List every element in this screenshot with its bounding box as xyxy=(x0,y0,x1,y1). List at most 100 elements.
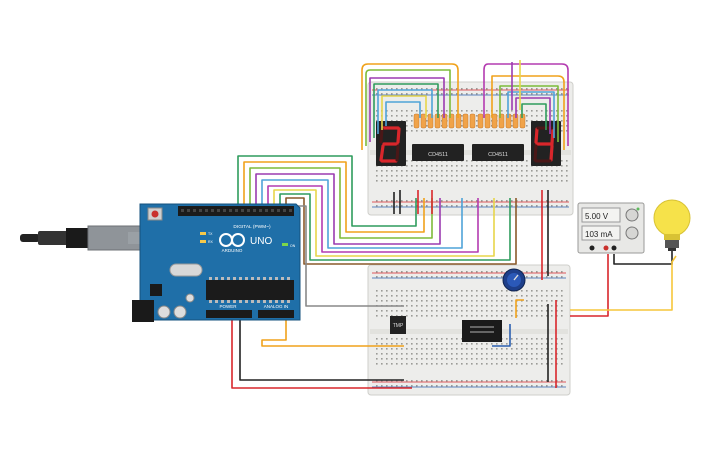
potentiometer-icon[interactable] xyxy=(502,268,526,292)
breadboard-hole xyxy=(421,175,423,177)
resistor[interactable] xyxy=(491,113,498,129)
breadboard-hole xyxy=(426,88,428,90)
breadboard-hole xyxy=(441,88,443,90)
voltage-knob[interactable] xyxy=(625,208,639,222)
chip-right[interactable]: CD4511 xyxy=(472,144,524,161)
breadboard-hole xyxy=(481,348,483,350)
header-pin[interactable] xyxy=(199,209,202,212)
breadboard-hole xyxy=(466,348,468,350)
header-pin[interactable] xyxy=(211,209,214,212)
current-knob[interactable] xyxy=(625,226,639,240)
breadboard-hole xyxy=(451,276,453,278)
breadboard-hole xyxy=(381,338,383,340)
breadboard-hole xyxy=(376,88,378,90)
breadboard-hole xyxy=(511,358,513,360)
header-pin[interactable] xyxy=(283,209,286,212)
breadboard-hole xyxy=(566,88,568,90)
chip-left[interactable]: CD4511 xyxy=(412,144,464,161)
temperature-sensor[interactable]: TMP xyxy=(390,316,406,334)
breadboard-hole xyxy=(406,200,408,202)
header-pin[interactable] xyxy=(265,209,268,212)
breadboard-hole xyxy=(551,295,553,297)
breadboard-hole xyxy=(536,110,538,112)
breadboard-hole xyxy=(421,305,423,307)
power-wires[interactable] xyxy=(393,190,677,388)
breadboard-hole xyxy=(441,380,443,382)
breadboard-hole xyxy=(456,88,458,90)
breadboard-hole xyxy=(466,88,468,90)
breadboard-hole xyxy=(506,305,508,307)
breadboard-hole xyxy=(446,88,448,90)
breadboard-hole xyxy=(401,200,403,202)
header-pin[interactable] xyxy=(223,209,226,212)
breadboard-hole xyxy=(526,125,528,127)
header-pin[interactable] xyxy=(181,209,184,212)
breadboard-hole xyxy=(411,130,413,132)
header-pin[interactable] xyxy=(277,209,280,212)
breadboard-hole xyxy=(506,88,508,90)
breadboard-hole xyxy=(461,380,463,382)
header-pin[interactable] xyxy=(259,209,262,212)
breadboard-hole xyxy=(466,385,468,387)
resistor[interactable] xyxy=(484,113,491,129)
breadboard-hole xyxy=(391,338,393,340)
breadboard-hole xyxy=(401,353,403,355)
breadboard-hole xyxy=(431,170,433,172)
breadboard-hole xyxy=(436,385,438,387)
header-pin[interactable] xyxy=(193,209,196,212)
header-pin[interactable] xyxy=(187,209,190,212)
breadboard-hole xyxy=(461,343,463,345)
breadboard-hole xyxy=(406,165,408,167)
breadboard-hole xyxy=(541,300,543,302)
header-pin[interactable] xyxy=(271,209,274,212)
breadboard-hole xyxy=(541,115,543,117)
breadboard-hole xyxy=(496,315,498,317)
breadboard-hole xyxy=(561,315,563,317)
breadboard-hole xyxy=(521,295,523,297)
breadboard-hole xyxy=(426,385,428,387)
resistor[interactable] xyxy=(477,113,484,129)
breadboard-hole xyxy=(406,160,408,162)
breadboard-hole xyxy=(526,315,528,317)
breadboard-hole xyxy=(476,310,478,312)
breadboard-hole xyxy=(381,290,383,292)
arduino-board[interactable]: DIGITAL (PWM~) UNO ARDUINO TX RX ON POWE… xyxy=(20,203,301,322)
header-pin[interactable] xyxy=(217,209,220,212)
breadboard-hole xyxy=(446,170,448,172)
resistor[interactable] xyxy=(469,113,476,129)
breadboard-hole xyxy=(386,93,388,95)
header-pin[interactable] xyxy=(229,209,232,212)
resistor[interactable] xyxy=(413,113,420,129)
header-pin[interactable] xyxy=(247,209,250,212)
header-pin[interactable] xyxy=(235,209,238,212)
header-pin[interactable] xyxy=(241,209,244,212)
header-pin[interactable] xyxy=(205,209,208,212)
seven-segment-left[interactable]: 2 xyxy=(0,0,406,166)
resistor[interactable] xyxy=(420,113,427,129)
breadboard-hole xyxy=(531,88,533,90)
breadboard-hole xyxy=(476,385,478,387)
breadboard-hole xyxy=(431,348,433,350)
breadboard-hole xyxy=(561,110,563,112)
breadboard-hole xyxy=(426,310,428,312)
breadboard-hole xyxy=(511,300,513,302)
header-pin[interactable] xyxy=(289,209,292,212)
signal-wires[interactable] xyxy=(231,155,517,389)
arduino-logo: UNO ARDUINO xyxy=(219,233,272,253)
resistor[interactable] xyxy=(462,113,469,129)
breadboard-hole xyxy=(401,290,403,292)
breadboard-hole xyxy=(471,380,473,382)
breadboard-hole xyxy=(456,363,458,365)
breadboard-hole xyxy=(441,175,443,177)
breadboard-hole xyxy=(451,363,453,365)
breadboard-hole xyxy=(461,295,463,297)
power-supply[interactable]: 5.00 V 103 mA xyxy=(577,202,645,254)
breadboard-hole xyxy=(426,358,428,360)
top-wires[interactable] xyxy=(361,60,569,150)
header-pin[interactable] xyxy=(253,209,256,212)
breadboard-hole xyxy=(426,180,428,182)
relay[interactable] xyxy=(462,320,502,342)
light-bulb-icon[interactable] xyxy=(653,199,691,251)
breadboard-hole xyxy=(481,205,483,207)
